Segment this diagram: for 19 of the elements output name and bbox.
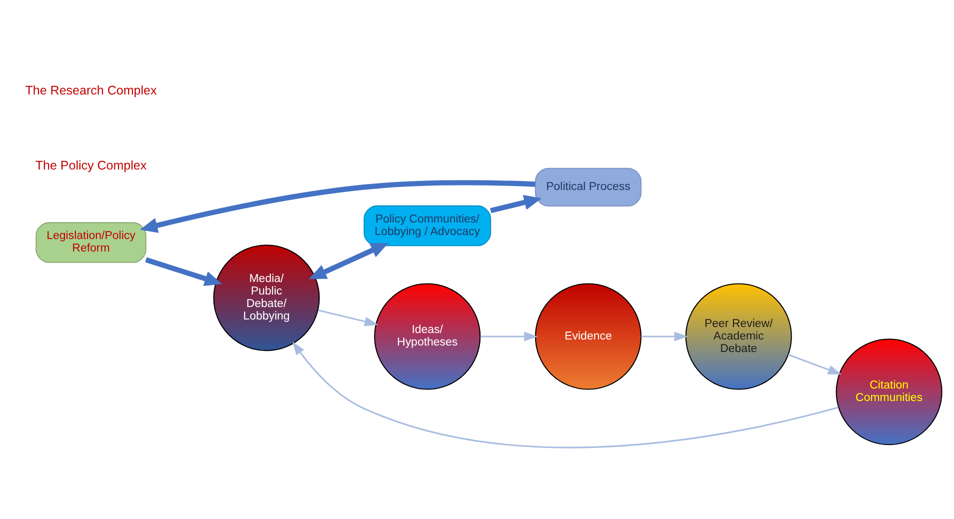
arrow bbox=[139, 180, 535, 232]
node-circle: Peer Review/ Academic Debate bbox=[684, 282, 792, 390]
arrow bbox=[788, 353, 842, 374]
node-box: Political Process bbox=[534, 167, 641, 206]
node-circle: Evidence bbox=[534, 282, 641, 390]
node-circle: Citation Communities bbox=[835, 338, 942, 445]
label: The Research Complex bbox=[24, 82, 156, 97]
node-box: Policy Communities/ Lobbying / Advocacy bbox=[363, 204, 491, 246]
label: The Policy Complex bbox=[34, 158, 146, 172]
arrow bbox=[292, 340, 838, 448]
arrow bbox=[318, 308, 378, 326]
arrow bbox=[490, 194, 542, 213]
arrow bbox=[308, 242, 388, 279]
node-box: Legislation/Policy Reform bbox=[35, 222, 146, 262]
arrow bbox=[640, 331, 688, 341]
node-circle: Media/ Public Debate/ Lobbying bbox=[212, 244, 320, 351]
arrow bbox=[144, 256, 222, 286]
node-circle: Ideas/ Hypotheses bbox=[374, 282, 480, 390]
arrow bbox=[480, 331, 538, 341]
